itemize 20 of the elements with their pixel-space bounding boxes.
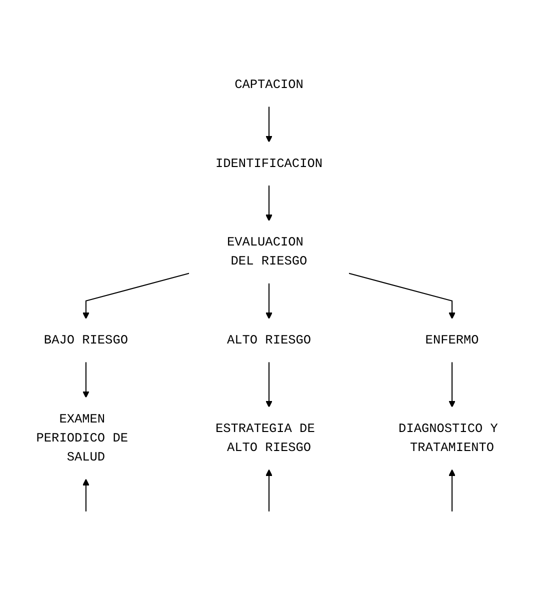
node-text: EXAMEN PERIODICO DE SALUD <box>36 412 128 464</box>
arrow <box>266 361 272 408</box>
arrow <box>82 272 190 319</box>
node-text: DIAGNOSTICO Y TRATAMIENTO <box>398 421 498 454</box>
node-text: CAPTACION <box>234 77 304 92</box>
arrow <box>348 272 456 319</box>
arrow <box>82 361 90 398</box>
node-text: EVALUACION DEL RIESGO <box>226 234 308 268</box>
arrow <box>266 468 272 511</box>
arrow <box>448 361 456 408</box>
arrow <box>266 282 272 319</box>
arrow <box>266 106 272 142</box>
node-text: BAJO RIESGO <box>44 332 128 348</box>
node-text: ESTRATEGIA DE ALTO RIESGO <box>216 421 315 454</box>
arrow <box>266 184 272 221</box>
node-text: IDENTIFICACION <box>216 156 322 170</box>
node-text: ENFERMO <box>425 332 479 348</box>
arrow <box>448 468 456 511</box>
arrow <box>82 478 90 511</box>
node-text: ALTO RIESGO <box>226 332 312 348</box>
